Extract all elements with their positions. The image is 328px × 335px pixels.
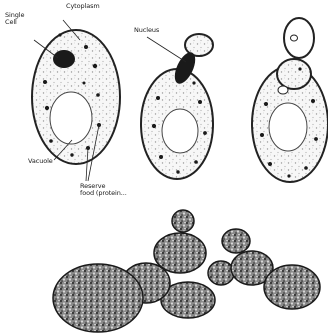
- budding-yeast-cell: [141, 34, 213, 179]
- label-vacuole: Vacuole: [28, 158, 53, 165]
- yeast-colony: [53, 210, 320, 332]
- label-nucleus: Nucleus: [134, 27, 159, 34]
- nucleus-shape: [53, 50, 75, 68]
- label-reserve-food: Reserve food (protein...: [80, 183, 127, 197]
- yeast-cell-chain: [252, 18, 328, 182]
- vacuole-shape: [50, 92, 92, 144]
- label-single-cell: Single Cell: [5, 12, 24, 26]
- single-yeast-cell: [32, 30, 120, 164]
- label-cytoplasm: Cytoplasm: [66, 3, 100, 10]
